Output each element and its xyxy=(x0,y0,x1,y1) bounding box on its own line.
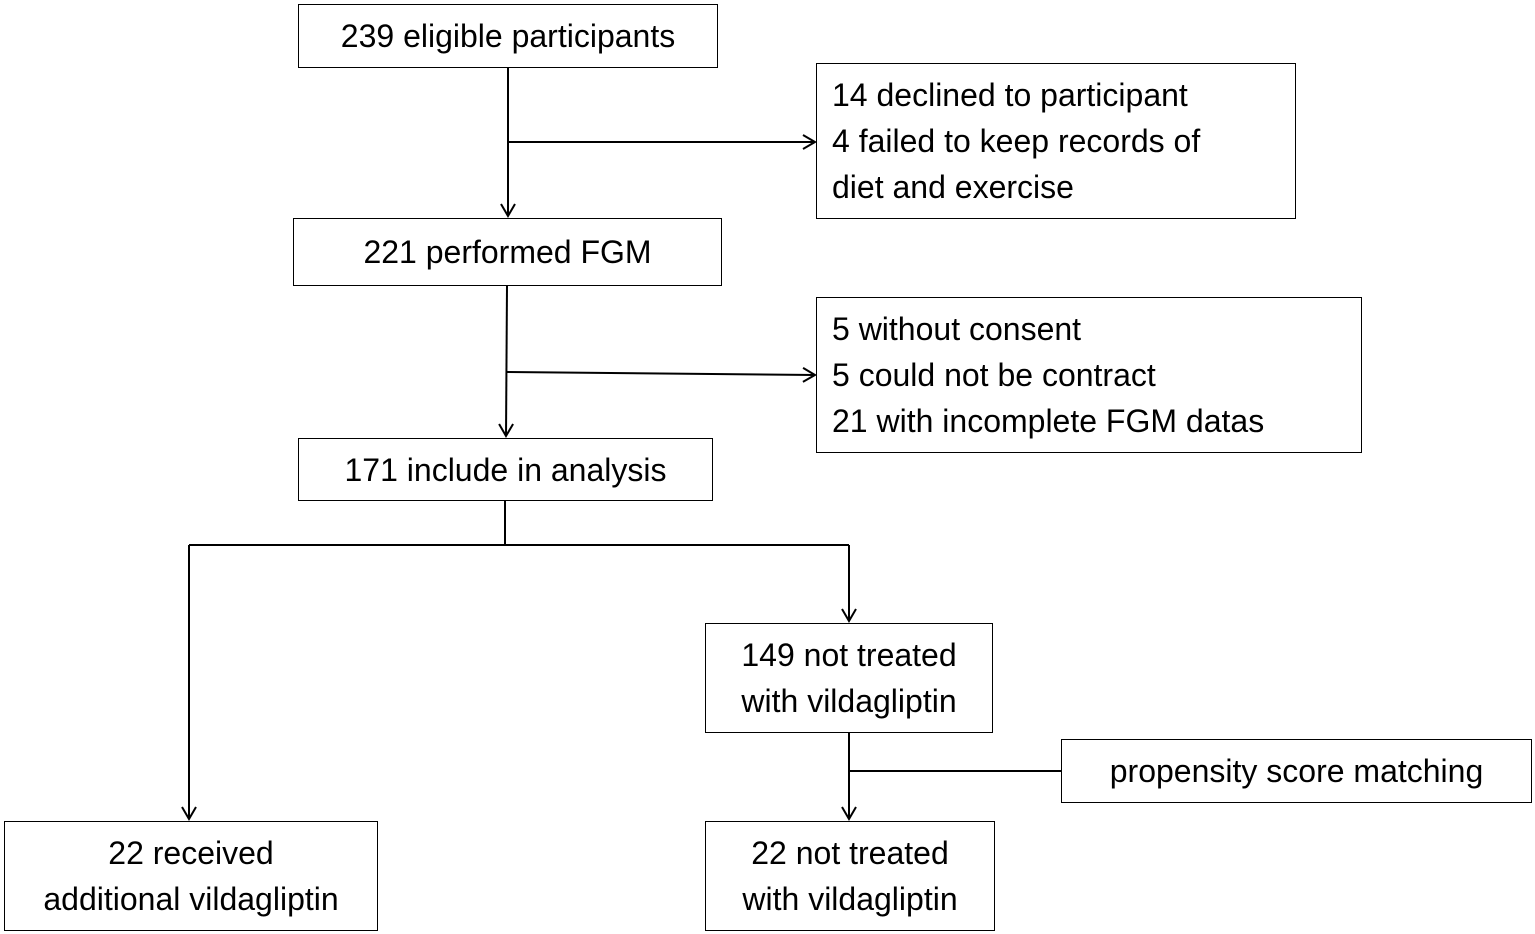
not-treated-matched-line-2: with vildagliptin xyxy=(742,881,958,917)
matching-line-1: propensity score matching xyxy=(1109,753,1484,789)
excluded-1-line-2: 4 failed to keep records of xyxy=(832,123,1201,159)
propensity-matching-box: propensity score matching xyxy=(1061,739,1532,803)
included-line-1: 171 include in analysis xyxy=(344,451,667,488)
received-vildagliptin-box: 22 received additional vildagliptin xyxy=(4,821,378,931)
not-treated-matched-line-1: 22 not treated xyxy=(751,835,949,871)
eligible-line-1: 239 eligible participants xyxy=(340,18,676,54)
excluded-after-fgm-box: 5 without consent 5 could not be contrac… xyxy=(816,297,1362,453)
arrow-fgm-to-included xyxy=(498,285,514,438)
eligible-participants-box: 239 eligible participants xyxy=(298,4,718,68)
not-treated-all-box: 149 not treated with vildagliptin xyxy=(705,623,993,733)
excluded-2-line-3: 21 with incomplete FGM datas xyxy=(832,403,1265,439)
excluded-1-line-3: diet and exercise xyxy=(832,169,1074,205)
arrow-to-excluded-2 xyxy=(506,367,817,383)
excluded-2-line-1: 5 without consent xyxy=(832,311,1082,347)
received-line-1: 22 received xyxy=(108,835,274,871)
included-analysis-box: 171 include in analysis xyxy=(298,438,713,501)
excluded-1-line-1: 14 declined to participant xyxy=(832,77,1188,113)
excluded-2-line-2: 5 could not be contract xyxy=(832,357,1156,393)
performed-fgm-box: 221 performed FGM xyxy=(293,218,722,286)
excluded-before-fgm-box: 14 declined to participant 4 failed to k… xyxy=(816,63,1296,219)
not-treated-all-line-2: with vildagliptin xyxy=(741,683,957,719)
received-line-2: additional vildagliptin xyxy=(43,881,339,917)
not-treated-matched-box: 22 not treated with vildagliptin xyxy=(705,821,995,931)
not-treated-all-line-1: 149 not treated xyxy=(741,637,957,673)
fgm-line-1: 221 performed FGM xyxy=(363,234,652,270)
